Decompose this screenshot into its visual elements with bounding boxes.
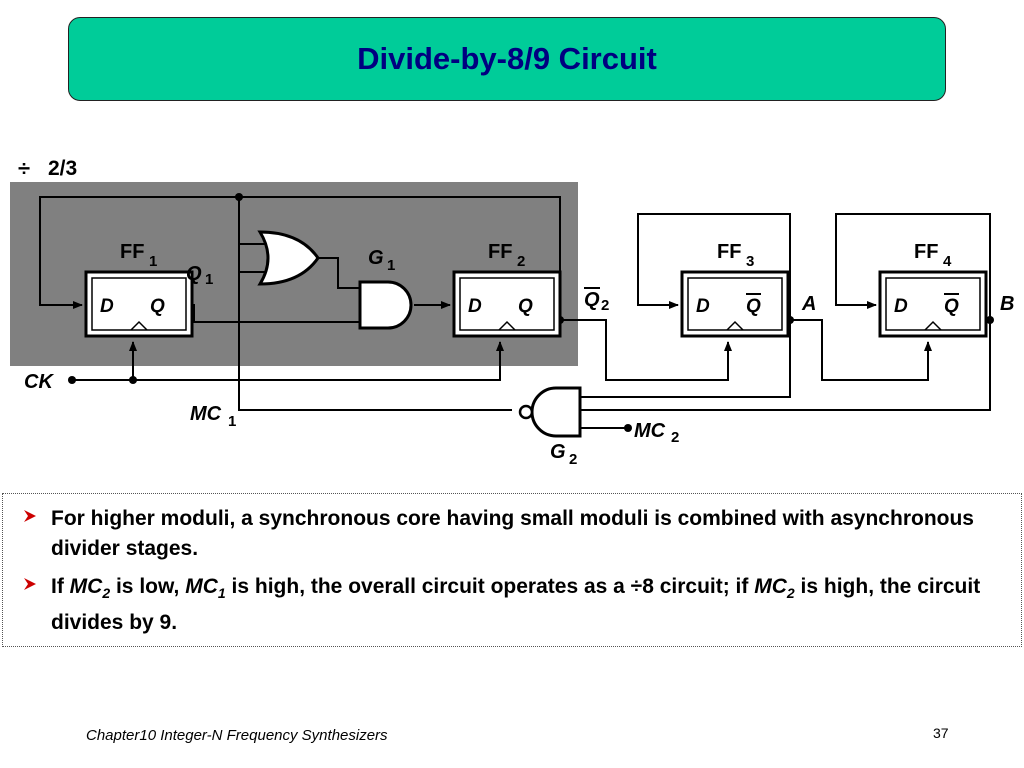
arrow-bullet-icon — [24, 510, 36, 522]
page-number: 37 — [933, 725, 949, 741]
ff1-label-sub: 1 — [149, 253, 157, 270]
node-a-label: A — [801, 293, 816, 315]
d-pin-label: D — [468, 296, 482, 317]
g2-label: G — [550, 441, 566, 463]
g2-label-sub: 2 — [569, 451, 577, 468]
junction-dot — [986, 316, 994, 324]
slide-title: Divide-by-8/9 Circuit — [357, 41, 657, 76]
or-input-wire-bottom — [238, 244, 512, 411]
bullet-text: For higher moduli, a synchronous core ha… — [51, 507, 974, 560]
mc1-subscript: 1 — [217, 585, 226, 602]
ff2-label-sub: 2 — [517, 253, 525, 270]
ff2-label: FF — [488, 241, 512, 263]
q-pin-label: Q — [150, 296, 165, 317]
node-b-label: B — [1000, 293, 1014, 315]
q1-label-sub: 1 — [205, 271, 213, 288]
divide-symbol-icon: ÷ — [18, 156, 30, 181]
g1-label-sub: 1 — [387, 257, 395, 274]
q2bar-label: Q — [584, 289, 600, 311]
node-a-to-g2-wire — [580, 320, 791, 398]
qbar-pin-label: Q — [746, 296, 761, 317]
ff4-feedback-wire — [835, 213, 991, 320]
junction-dot — [235, 193, 243, 201]
mc2-label: MC — [634, 420, 666, 442]
ck-terminal — [68, 376, 76, 384]
arrow-bullet-icon — [24, 578, 36, 590]
mc1-label-sub: 1 — [228, 413, 236, 430]
ff4-label-sub: 4 — [943, 253, 952, 270]
qbar-pin-label: Q — [944, 296, 959, 317]
ff3-feedback-wire — [637, 213, 791, 320]
and-gate-g1 — [358, 280, 413, 330]
clock-edge-icon — [924, 320, 942, 331]
mc2-term: MC — [754, 575, 787, 598]
junction-dot — [129, 376, 137, 384]
ff3-label-sub: 3 — [746, 253, 754, 270]
or-output-wire — [316, 257, 360, 289]
d-pin-label: D — [894, 296, 908, 317]
q2bar-wire — [548, 319, 732, 381]
ff3-label: FF — [717, 241, 741, 263]
divider-circuit-diagram: ÷ 2/3 — [10, 156, 1014, 468]
notes-box: For higher moduli, a synchronous core ha… — [2, 493, 1022, 647]
q1-label: Q — [186, 263, 202, 285]
mc2-label-sub: 2 — [671, 429, 679, 446]
mc2-term: MC — [69, 575, 103, 598]
q-pin-label: Q — [518, 296, 533, 317]
mc2-subscript: 2 — [786, 585, 795, 602]
ff1-label: FF — [120, 241, 144, 263]
d-pin-label: D — [100, 296, 114, 317]
node-a-wire — [772, 319, 932, 381]
clock-label: CK — [24, 371, 54, 393]
ff4-label: FF — [914, 241, 938, 263]
title-banner: Divide-by-8/9 Circuit — [68, 17, 946, 101]
clock-edge-icon — [130, 320, 148, 331]
clock-edge-icon — [726, 320, 744, 331]
q2bar-label-sub: 2 — [601, 297, 609, 314]
clock-edge-icon — [498, 320, 516, 331]
or-gate — [257, 230, 320, 286]
clock-wire — [72, 341, 504, 381]
footer-chapter: Chapter10 Integer-N Frequency Synthesize… — [86, 727, 388, 744]
bullet-text-part: is low, — [110, 575, 186, 598]
bullet-text-part: If — [51, 575, 70, 598]
nand-gate-g2 — [530, 386, 582, 438]
ff2-inner-box — [459, 277, 555, 331]
mc1-term: MC — [185, 575, 218, 598]
bullet-text-part: is high, the circuit divides by 9. — [51, 575, 981, 635]
feedback-wire — [39, 196, 561, 320]
bullet-text-part: is high, the overall circuit operates as… — [225, 575, 755, 598]
mc2-terminal — [624, 424, 632, 432]
mc1-label: MC — [190, 403, 222, 425]
core-modulus-label: 2/3 — [48, 157, 77, 180]
d-pin-label: D — [696, 296, 710, 317]
bullet-item: For higher moduli, a synchronous core ha… — [23, 504, 1001, 564]
node-b-to-g2-wire — [580, 320, 991, 411]
inversion-bubble — [518, 404, 534, 420]
bullet-item: If MC2 is low, MC1 is high, the overall … — [23, 572, 1001, 638]
g1-label: G — [368, 247, 384, 269]
mc2-subscript: 2 — [102, 585, 111, 602]
